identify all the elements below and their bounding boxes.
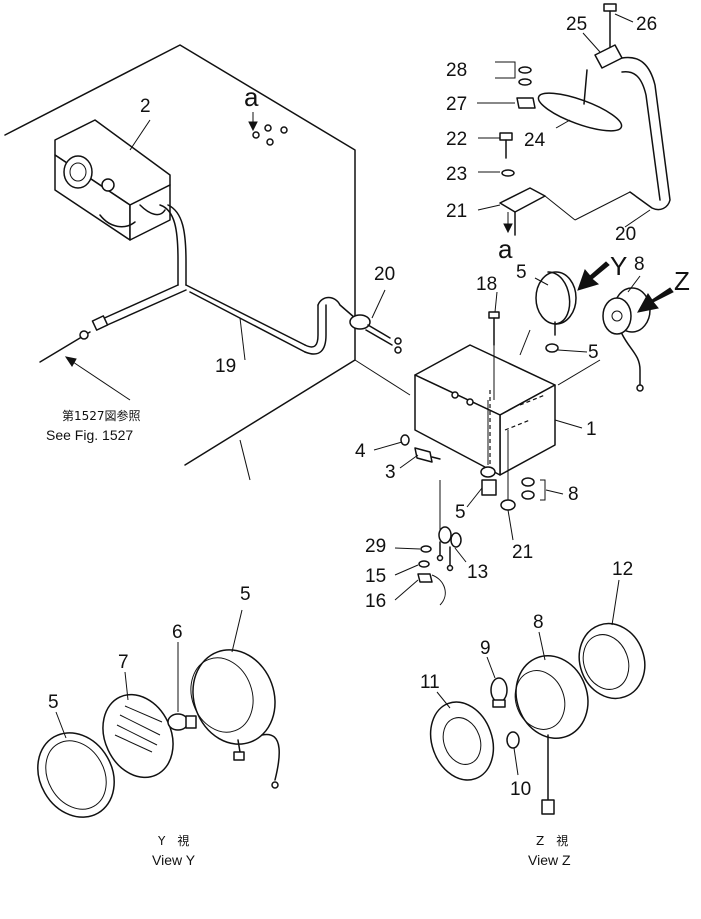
mirror-assembly	[495, 3, 671, 236]
label-part-10: 10	[510, 779, 531, 800]
marker-view-y: Y	[610, 251, 627, 281]
label-part-11: 11	[420, 672, 440, 693]
caption-view-z-jp: Z 視	[536, 833, 568, 848]
connector-assembly	[417, 480, 462, 606]
label-part-5-viewy-rim: 5	[48, 692, 59, 713]
label-part-19: 21	[512, 542, 533, 563]
label-part-28: 28	[446, 60, 467, 81]
label-part-12: 12	[612, 559, 633, 580]
part-labels: 2 19 20 1 4 3 18 5 5 8 8 5 21 29 15 16 1…	[48, 14, 657, 800]
label-part-8-upper: 8	[634, 254, 645, 275]
view-arrows	[577, 261, 674, 313]
label-part-8-lower: 8	[568, 484, 579, 505]
marker-a-top: a	[244, 82, 259, 112]
cab-body-outline	[4, 44, 411, 481]
bolt-14	[488, 311, 500, 400]
label-part-15: 15	[365, 566, 386, 587]
label-part-5-lower: 5	[455, 502, 466, 523]
label-part-23: 23	[446, 164, 467, 185]
label-part-18: 20	[374, 264, 395, 285]
view-z-exploded	[429, 622, 646, 815]
caption-see-fig-en: See Fig. 1527	[46, 427, 133, 443]
label-part-4: 4	[355, 441, 366, 462]
label-part-16: 16	[365, 591, 386, 612]
label-part-25: 25	[566, 14, 587, 35]
work-lamp-box	[54, 119, 171, 241]
a-marker-top-art	[248, 112, 288, 146]
label-part-5-upper: 5	[516, 262, 527, 283]
label-part-22: 22	[446, 129, 467, 150]
bolt-and-washer	[400, 434, 441, 463]
label-part-13: 13	[467, 562, 488, 583]
wiring-harness	[39, 204, 327, 363]
captions: 第1527図参照 See Fig. 1527 Y 視 View Y Z 視 Vi…	[46, 408, 571, 868]
caption-view-z-en: View Z	[528, 852, 571, 868]
label-part-5-right: 5	[588, 342, 599, 363]
a-marker-bottom-art	[503, 212, 513, 234]
label-part-20: 20	[615, 224, 636, 245]
label-part-6: 6	[172, 622, 183, 643]
label-part-14: 18	[476, 274, 497, 295]
marker-a-bottom: a	[498, 234, 513, 264]
view-y-exploded	[37, 649, 280, 818]
label-part-5-viewy-body: 5	[240, 584, 251, 605]
view-markers: a a Y Z	[244, 82, 690, 296]
label-part-26: 26	[636, 14, 657, 35]
label-part-9: 9	[480, 638, 491, 659]
caption-see-fig-jp: 第1527図参照	[62, 408, 141, 423]
caption-view-y-jp: Y 視	[157, 833, 189, 848]
label-part-7: 7	[118, 652, 129, 673]
leader-lines	[55, 13, 651, 776]
label-part-2: 2	[140, 96, 151, 117]
label-part-3: 3	[385, 462, 396, 483]
label-part-1: 1	[586, 419, 597, 440]
lower-hardware	[480, 400, 546, 511]
see-fig-arrow	[64, 356, 131, 401]
label-part-29: 29	[365, 536, 386, 557]
grommet-assembly	[317, 296, 402, 354]
caption-view-y-en: View Y	[152, 852, 196, 868]
label-part-24: 24	[524, 130, 546, 151]
lamp-bracket	[414, 344, 556, 476]
label-part-8-viewz: 8	[533, 612, 544, 633]
marker-view-z: Z	[674, 266, 690, 296]
work-lamp-upper	[519, 271, 577, 356]
label-part-27: 27	[446, 94, 467, 115]
label-part-17: 19	[215, 356, 236, 377]
label-part-21: 21	[446, 201, 467, 222]
